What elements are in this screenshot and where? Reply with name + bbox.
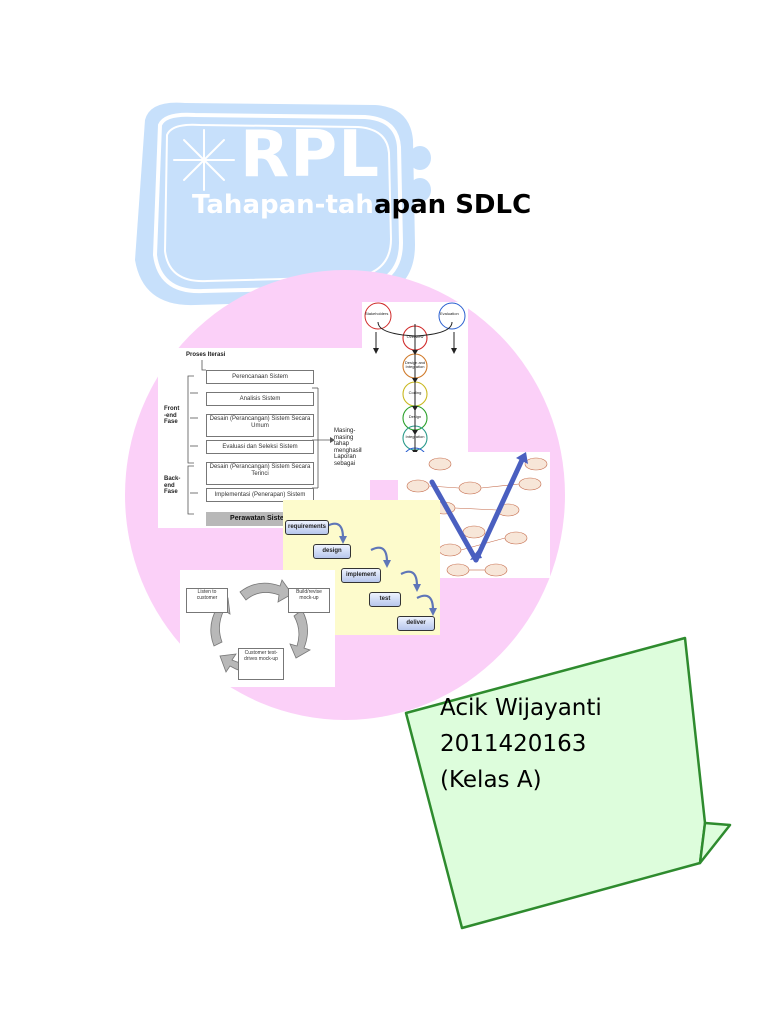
group-front-label: Front -end Fase bbox=[164, 406, 180, 426]
spiral-stage: Design bbox=[408, 414, 422, 419]
waterfall-step: test bbox=[369, 592, 401, 607]
process-diagram: Proses Iterasi Front -end Fase Back- end… bbox=[158, 348, 372, 528]
sticky-note bbox=[404, 636, 732, 930]
group-back-label: Back- end Fase bbox=[164, 476, 181, 496]
process-step: Evaluasi dan Seleksi Sistem bbox=[206, 440, 314, 454]
process-step: Perencanaan Sistem bbox=[206, 370, 314, 384]
process-connectors bbox=[187, 360, 335, 515]
cycle-box: Build/revise mock-up bbox=[288, 588, 330, 613]
spiral-stage: Design and Integration bbox=[404, 360, 426, 370]
waterfall-arrows bbox=[326, 522, 437, 616]
process-step: Implementasi (Penerapan) Sistem bbox=[206, 488, 314, 502]
waterfall-step: design bbox=[313, 544, 351, 559]
colon-mark bbox=[409, 146, 431, 202]
spiral-model-drawing bbox=[364, 302, 466, 473]
process-step: Desain (Perancangan) Sistem Secara Terin… bbox=[206, 462, 314, 485]
cycle-box: Customer test-drives mock-up bbox=[238, 648, 284, 680]
page-title: RPL bbox=[240, 118, 380, 192]
waterfall-step: implement bbox=[341, 568, 381, 583]
sparkle-icon bbox=[173, 129, 235, 191]
spiral-stage: Integration bbox=[405, 434, 425, 439]
process-header: Proses Iterasi bbox=[186, 352, 226, 358]
author-info: Acik Wijayanti 2011420163 (Kelas A) bbox=[440, 690, 602, 798]
spiral-stage: Overview bbox=[406, 334, 424, 339]
spiral-left-label: Stakeholders bbox=[365, 311, 389, 316]
process-step: Desain (Perancangan) Sistem Secara Umum bbox=[206, 414, 314, 437]
author-class: (Kelas A) bbox=[440, 767, 542, 793]
spiral-model: Stakeholders Evaluation Overview Design … bbox=[362, 302, 468, 480]
process-step: Analisis Sistem bbox=[206, 392, 314, 406]
author-id: 2011420163 bbox=[440, 731, 587, 757]
prototype-cycle: Listen to customer Build/revise mock-up … bbox=[180, 570, 335, 687]
page-subtitle: Tahapan-tahapan SDLC bbox=[192, 190, 532, 220]
spiral-right-label: Evaluation bbox=[440, 311, 459, 316]
process-output-note: Masing-masing tahap menghasilkan Laporan… bbox=[334, 428, 372, 467]
author-name: Acik Wijayanti bbox=[440, 695, 602, 721]
cycle-box: Listen to customer bbox=[186, 588, 228, 613]
waterfall-step: requirements bbox=[285, 520, 329, 535]
waterfall-step: deliver bbox=[397, 616, 435, 631]
spiral-stage: Coding bbox=[408, 390, 422, 395]
